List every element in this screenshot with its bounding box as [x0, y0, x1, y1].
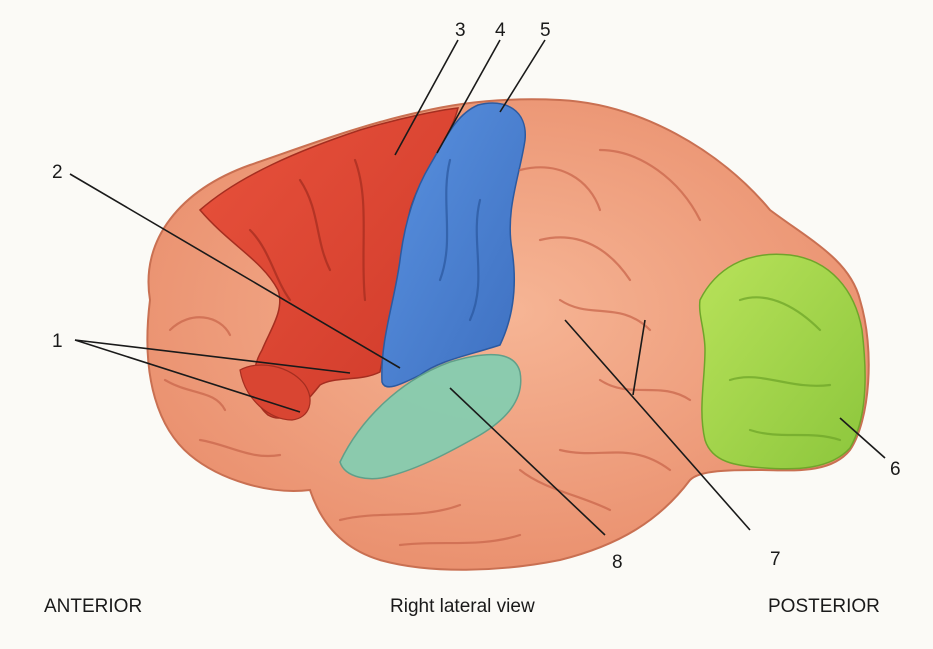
label-8: 8 — [612, 552, 623, 573]
broca-area — [239, 364, 311, 421]
leader-7a — [564, 319, 751, 531]
temporal-teal-region — [339, 353, 522, 480]
leader-5 — [499, 39, 546, 113]
caption-view: Right lateral view — [390, 596, 535, 617]
caption-posterior: POSTERIOR — [768, 596, 880, 617]
leader-2 — [69, 173, 401, 369]
frontal-red-region — [198, 107, 459, 419]
leader-4 — [436, 39, 501, 154]
gyri-texture — [163, 148, 842, 547]
leader-6 — [839, 417, 886, 459]
leader-1a — [74, 339, 351, 374]
postcentral-blue-region — [381, 102, 526, 388]
label-1: 1 — [52, 331, 63, 352]
label-6: 6 — [890, 459, 901, 480]
label-4: 4 — [495, 20, 506, 41]
label-5: 5 — [540, 20, 551, 41]
label-3: 3 — [455, 20, 466, 41]
leader-lines — [69, 39, 886, 536]
leader-8 — [449, 387, 606, 536]
leader-7b — [632, 319, 646, 396]
caption-anterior: ANTERIOR — [44, 596, 142, 617]
occipital-green-region — [698, 253, 866, 470]
leader-3 — [394, 39, 459, 156]
label-7: 7 — [770, 549, 781, 570]
leader-1b — [74, 339, 301, 413]
label-2: 2 — [52, 162, 63, 183]
